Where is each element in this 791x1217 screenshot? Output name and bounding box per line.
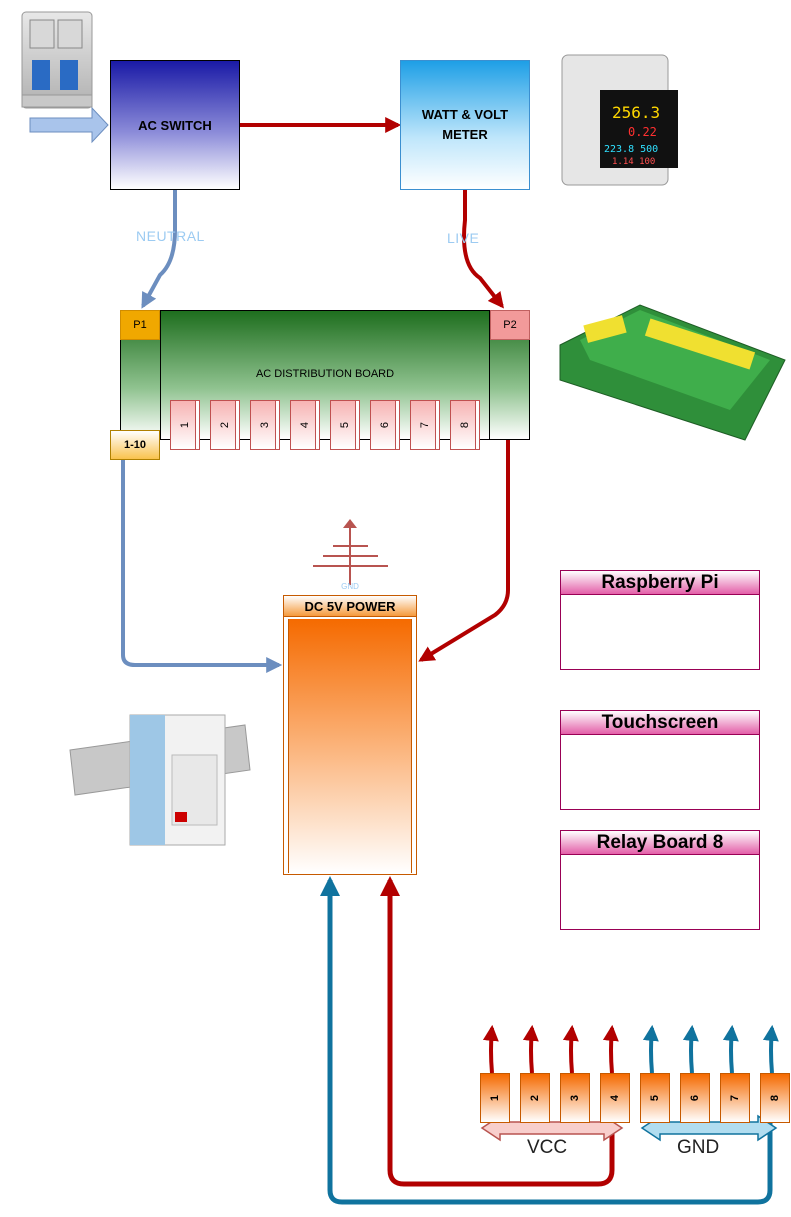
watt-volt-meter-block: WATT & VOLT METER xyxy=(400,60,530,190)
ac-terminal: 3 xyxy=(250,400,280,450)
ac-terminal: 8 xyxy=(450,400,480,450)
ac-terminal: 2 xyxy=(210,400,240,450)
dc-gnd-wire xyxy=(320,876,773,1205)
touchscreen-title: Touchscreen xyxy=(561,711,759,735)
bus-terminal: 1 xyxy=(480,1073,510,1123)
dc-power-supply-title: DC 5V POWER xyxy=(283,595,417,617)
neutral-wire xyxy=(141,190,177,309)
live-wire-meter-to-p2 xyxy=(462,190,504,309)
ground-symbol xyxy=(313,519,388,585)
live-label: LIVE xyxy=(447,230,480,246)
meter-label-line2: METER xyxy=(442,127,488,142)
bus-terminal: 8 xyxy=(760,1073,790,1123)
svg-text:256.3: 256.3 xyxy=(612,103,660,122)
raspberry-pi-card: Raspberry Pi xyxy=(560,570,760,670)
ac-terminal: 4 xyxy=(290,400,320,450)
ac-switch-block: AC SWITCH xyxy=(110,60,240,190)
port-p1: P1 xyxy=(120,310,160,340)
dc-power-supply-body xyxy=(288,619,412,873)
bus-terminal: 7 xyxy=(720,1073,750,1123)
ac-terminal: 6 xyxy=(370,400,400,450)
relay-board-title: Relay Board 8 xyxy=(561,831,759,855)
touchscreen-card: Touchscreen xyxy=(560,710,760,810)
vcc-bus-label: VCC xyxy=(527,1137,568,1158)
bus-terminal: 2 xyxy=(520,1073,550,1123)
ac-terminal: 7 xyxy=(410,400,440,450)
svg-text:0.22: 0.22 xyxy=(628,125,657,139)
gnd-symbol-label: GND xyxy=(341,582,359,591)
bus-terminal: 3 xyxy=(560,1073,590,1123)
relay-board-card: Relay Board 8 xyxy=(560,830,760,930)
port-1-10: 1-10 xyxy=(110,430,160,460)
mains-input-arrow xyxy=(29,106,109,144)
bus-terminal: 6 xyxy=(680,1073,710,1123)
ac-switch-label: AC SWITCH xyxy=(138,117,212,133)
svg-text:1.14 100: 1.14 100 xyxy=(612,157,655,167)
terminal-block-icon xyxy=(559,304,786,441)
neutral-label: NEUTRAL xyxy=(136,228,205,244)
gnd-up-arrows xyxy=(642,1024,779,1074)
vcc-up-arrows xyxy=(482,1024,619,1074)
ac-terminal: 5 xyxy=(330,400,360,450)
raspberry-pi-title: Raspberry Pi xyxy=(561,571,759,595)
bus-terminal: 4 xyxy=(600,1073,630,1123)
gnd-bus-label: GND xyxy=(677,1137,720,1158)
live-wire-to-psu xyxy=(418,340,510,662)
din-power-supply-icon xyxy=(69,714,251,846)
power-meter-icon: 256.3 0.22 223.8 500 1.14 100 xyxy=(561,54,678,186)
neutral-wire-to-psu xyxy=(121,460,283,673)
meter-label-line1: WATT & VOLT xyxy=(421,107,509,122)
svg-text:223.8 500: 223.8 500 xyxy=(604,144,658,155)
ac-distribution-board-inner xyxy=(160,310,490,440)
ac-distribution-board-title: AC DISTRIBUTION BOARD xyxy=(255,368,395,380)
breaker-icon xyxy=(21,11,93,109)
port-p2: P2 xyxy=(490,310,530,340)
bus-terminal: 5 xyxy=(640,1073,670,1123)
dc-vcc-wire xyxy=(380,876,615,1187)
ac-terminal: 1 xyxy=(170,400,200,450)
